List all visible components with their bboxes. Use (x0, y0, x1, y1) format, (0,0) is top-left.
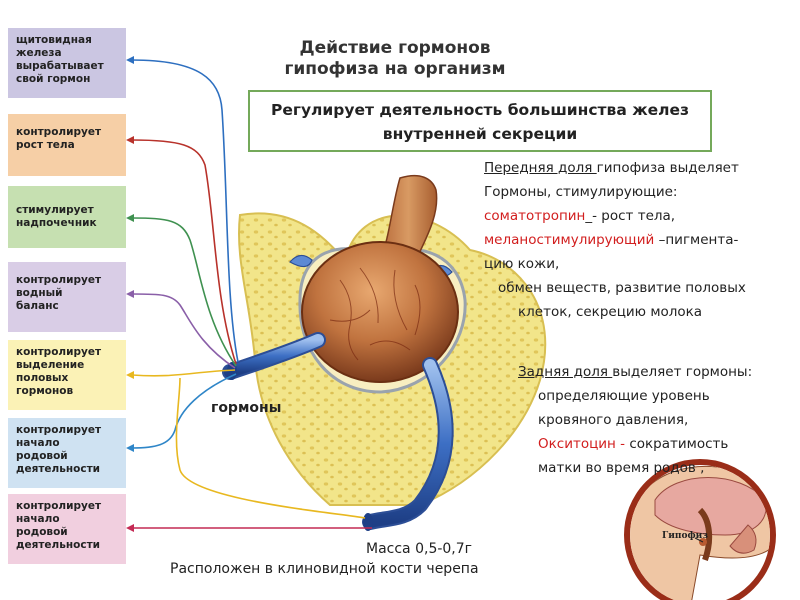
brain-inset-label: Гипофиз (662, 531, 709, 541)
effect-sex-hormones: контролирует выделение половых гормонов (8, 340, 126, 410)
arrow-thyroid (131, 59, 239, 363)
location-label: Расположен в клиновидной кости черепа (170, 561, 479, 577)
arrow-growth (131, 139, 237, 365)
anterior-lobe-text: Передняя доля гипофиза выделяет Гормоны,… (484, 160, 746, 320)
effect-water-balance: контролирует водный баланс (8, 262, 126, 332)
gland-vessels (329, 267, 421, 361)
subtitle-box: Регулирует деятельность большинства желе… (248, 90, 712, 152)
arrow-adrenal (131, 217, 237, 367)
effect-adrenal: стимулирует надпочечник (8, 186, 126, 248)
effect-thyroid: щитовидная железа вырабатывает свой горм… (8, 28, 126, 98)
effect-birth-2: контролирует начало родовой деятельности (8, 494, 126, 564)
cavernous-vessel-left (289, 254, 313, 268)
arrow-sex-hormones (131, 369, 236, 377)
arrow-birth-1 (131, 373, 237, 449)
pituitary-stalk (378, 174, 438, 263)
effect-growth: контролирует рост тела (8, 114, 126, 176)
brain-inset (624, 459, 776, 600)
page-title: Действие гормонов гипофиза на организм (284, 38, 506, 79)
mass-label: Масса 0,5-0,7г (366, 541, 473, 557)
arrow-water (131, 293, 236, 369)
arrow-yellow-loop (175, 377, 366, 519)
hormones-label: гормоны (211, 400, 282, 416)
pituitary-gland (301, 241, 459, 383)
effect-birth-1: контролирует начало родовой деятельности (8, 418, 126, 488)
posterior-lobe-text: Задняя доля выделяет гормоны: определяющ… (518, 364, 753, 476)
